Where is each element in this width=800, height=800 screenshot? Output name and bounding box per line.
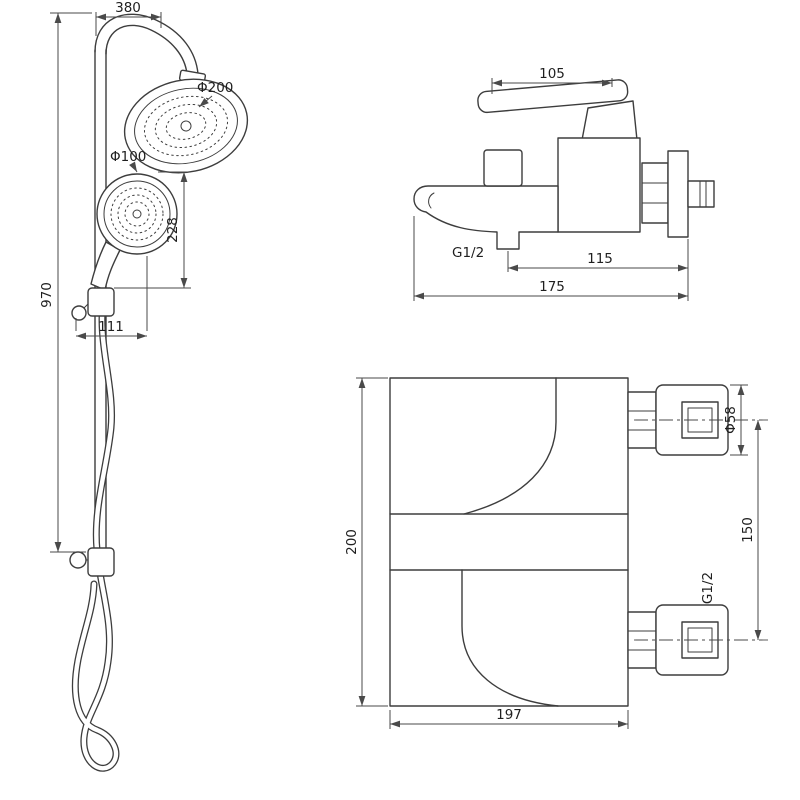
shower-column-view: 380 970 Φ200 Φ100 228 111 [39,0,249,772]
dim-body-width: 197 [389,707,629,729]
hand-shower [90,173,178,291]
label-body-width: 197 [496,707,522,723]
diverter-knob [483,149,523,187]
dim-rain-head-diameter: Φ200 [197,80,233,108]
label-escutcheon-size: Φ58 [723,406,739,434]
label-body-height: 200 [344,529,360,555]
label-outlet-thread: G1/2 [452,245,484,261]
dim-outlet-to-wall: 115 [507,239,689,301]
label-hand-shower-offset: 228 [165,217,181,243]
dim-hand-shower-diameter: Φ100 [110,149,146,173]
body-curve-lower [461,569,559,707]
mixer-side-view: 105 G1/2 115 175 [413,66,715,301]
dim-column-height: 970 [39,12,92,553]
mixer-body [557,137,641,233]
mixer-handle [477,79,638,141]
body-curve-upper [463,377,557,515]
dim-total-depth: 175 [413,216,688,301]
label-inlet-spacing: 150 [740,517,756,543]
mixer-front-view: 200 Φ58 150 G1/2 197 [344,377,768,729]
label-hand-shower-diameter: Φ100 [110,149,146,165]
dim-top-width: 380 [95,0,162,36]
label-outlet-to-wall: 115 [587,251,613,267]
label-total-depth: 175 [539,279,565,295]
label-handle-length: 105 [539,66,565,82]
slider-bracket [71,287,115,321]
mixer-spout [413,185,559,250]
shower-hose [71,292,120,772]
spout-tip-detail [428,192,435,209]
wall-connection-side [641,150,715,238]
label-slider-offset: 111 [98,319,124,335]
label-column-height: 970 [39,282,55,308]
dim-inlet-thread: G1/2 [700,572,716,604]
label-inlet-thread: G1/2 [700,572,716,604]
wall-bracket [69,547,115,577]
dim-hand-shower-offset: 228 [114,171,191,289]
dim-slider-offset: 111 [75,256,148,340]
dim-inlet-spacing: 150 [740,420,762,640]
front-body [389,377,629,707]
dim-handle-length: 105 [491,66,613,94]
label-top-width: 380 [115,0,141,16]
rain-shower-head [123,78,249,174]
gooseneck-arm [94,13,207,85]
dim-body-height: 200 [344,377,388,707]
dim-outlet-thread-side: G1/2 [452,245,484,261]
dim-escutcheon-size: Φ58 [723,384,748,456]
label-rain-head-diameter: Φ200 [197,80,233,96]
